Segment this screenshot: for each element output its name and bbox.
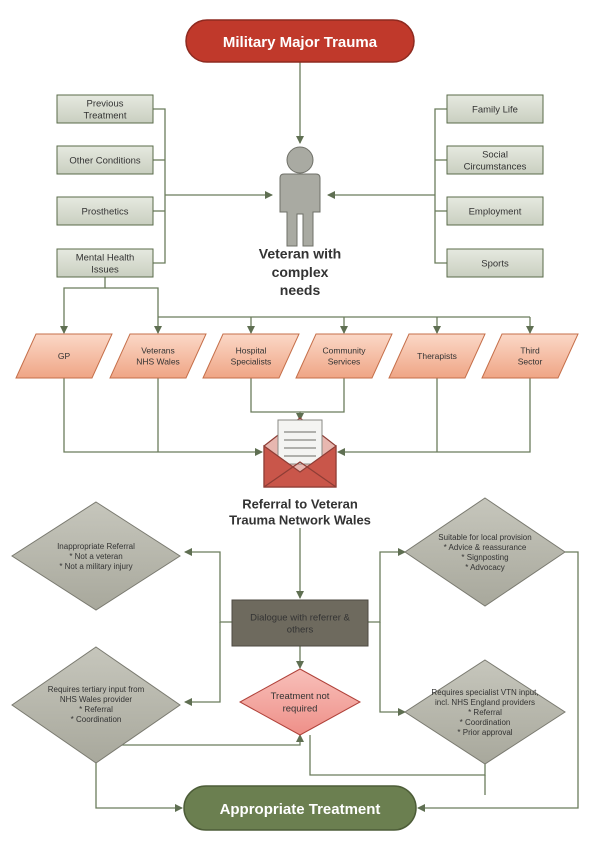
- dialogue-label-line-2: others: [287, 624, 314, 635]
- referrer-label: GP: [58, 351, 71, 361]
- referrer-label-line-2: Services: [328, 356, 361, 366]
- labels: Military Major TraumaPreviousTreatmentOt…: [48, 34, 543, 818]
- specialist-label-line-1: Requires specialist VTN input,: [431, 688, 538, 697]
- referrer-label: Therapists: [417, 351, 457, 361]
- treatment-not-required-diamond: [238, 668, 362, 736]
- not-required-label-line-1: Treatment not: [271, 691, 330, 702]
- connector-lines: [60, 62, 579, 812]
- referral-envelope-icon: [263, 417, 337, 488]
- left-factor-label-line-2: Issues: [91, 264, 119, 275]
- tertiary-label-line-2: NHS Wales provider: [60, 695, 133, 704]
- specialist-label-line-5: * Prior approval: [457, 728, 512, 737]
- dialogue-box: [231, 599, 369, 647]
- left-factor-box: [56, 248, 154, 278]
- referrer-box: [109, 333, 207, 379]
- referrer-box: [15, 333, 113, 379]
- left-factor-label-line-1: Mental Health: [76, 252, 135, 263]
- left-factor-box: [56, 196, 154, 226]
- tertiary-label-line-1: Requires tertiary input from: [48, 685, 145, 694]
- referrer-box: [202, 333, 300, 379]
- local-label-line-2: * Advice & reassurance: [444, 543, 527, 552]
- tertiary-input-diamond: [11, 646, 181, 764]
- inappropriate-label-line-1: Inappropriate Referral: [57, 542, 135, 551]
- inappropriate-label-line-2: * Not a veteran: [69, 552, 122, 561]
- referrer-box: [295, 333, 393, 379]
- title-text: Military Major Trauma: [223, 34, 378, 51]
- specialist-label-line-2: incl. NHS England providers: [435, 698, 535, 707]
- right-factor-box: [446, 94, 544, 124]
- left-factor-label-line-1: Previous: [87, 98, 124, 109]
- right-factor-label: Family Life: [472, 104, 518, 115]
- veteran-label-line-2: complex: [272, 264, 329, 280]
- local-label-line-4: * Advocacy: [465, 563, 505, 572]
- left-factor-box: [56, 145, 154, 175]
- right-factor-box: [446, 145, 544, 175]
- referrer-label-line-1: Veterans: [141, 346, 175, 356]
- not-required-label-line-2: required: [283, 704, 318, 715]
- right-factor-box: [446, 248, 544, 278]
- veteran-label-line-1: Veteran with: [259, 246, 341, 262]
- specialist-input-diamond: [404, 659, 566, 765]
- appropriate-treatment-text: Appropriate Treatment: [220, 801, 381, 818]
- referral-label-line-2: Trauma Network Wales: [229, 513, 371, 528]
- referrer-label-line-1: Third: [520, 346, 540, 356]
- tertiary-label-line-3: * Referral: [79, 705, 113, 714]
- right-factor-box: [446, 196, 544, 226]
- specialist-label-line-4: * Coordination: [460, 718, 511, 727]
- referrer-label-line-2: NHS Wales: [136, 356, 180, 366]
- left-factor-label: Prosthetics: [82, 206, 129, 217]
- tertiary-label-line-4: * Coordination: [71, 715, 122, 724]
- local-label-line-1: Suitable for local provision: [438, 533, 531, 542]
- local-provision-diamond: [404, 497, 566, 607]
- referrer-label-line-2: Specialists: [231, 356, 272, 366]
- inappropriate-label-line-3: * Not a military injury: [59, 562, 132, 571]
- local-label-line-3: * Signposting: [461, 553, 508, 562]
- right-factor-label-line-1: Social: [482, 149, 508, 160]
- referrer-box: [481, 333, 579, 379]
- referrer-label-line-1: Community: [323, 346, 367, 356]
- referral-label-line-1: Referral to Veteran: [242, 496, 358, 511]
- right-factor-label: Employment: [469, 206, 522, 217]
- referrer-label-line-1: Hospital: [236, 346, 267, 356]
- right-factor-label: Sports: [481, 258, 509, 269]
- veteran-label-line-3: needs: [280, 282, 321, 298]
- veteran-person-icon: [279, 146, 321, 247]
- left-factor-label: Other Conditions: [69, 155, 141, 166]
- right-factor-label-line-2: Circumstances: [464, 161, 527, 172]
- appropriate-treatment-pill: [183, 785, 417, 831]
- inappropriate-referral-diamond: [11, 501, 181, 611]
- dialogue-label-line-1: Dialogue with referrer &: [250, 612, 350, 623]
- shapes: [11, 19, 579, 831]
- referrer-label-line-2: Sector: [518, 356, 543, 366]
- left-factor-label-line-2: Treatment: [84, 110, 127, 121]
- specialist-label-line-3: * Referral: [468, 708, 502, 717]
- referrer-box: [388, 333, 486, 379]
- left-factor-box: [56, 94, 154, 124]
- title-pill: [185, 19, 415, 63]
